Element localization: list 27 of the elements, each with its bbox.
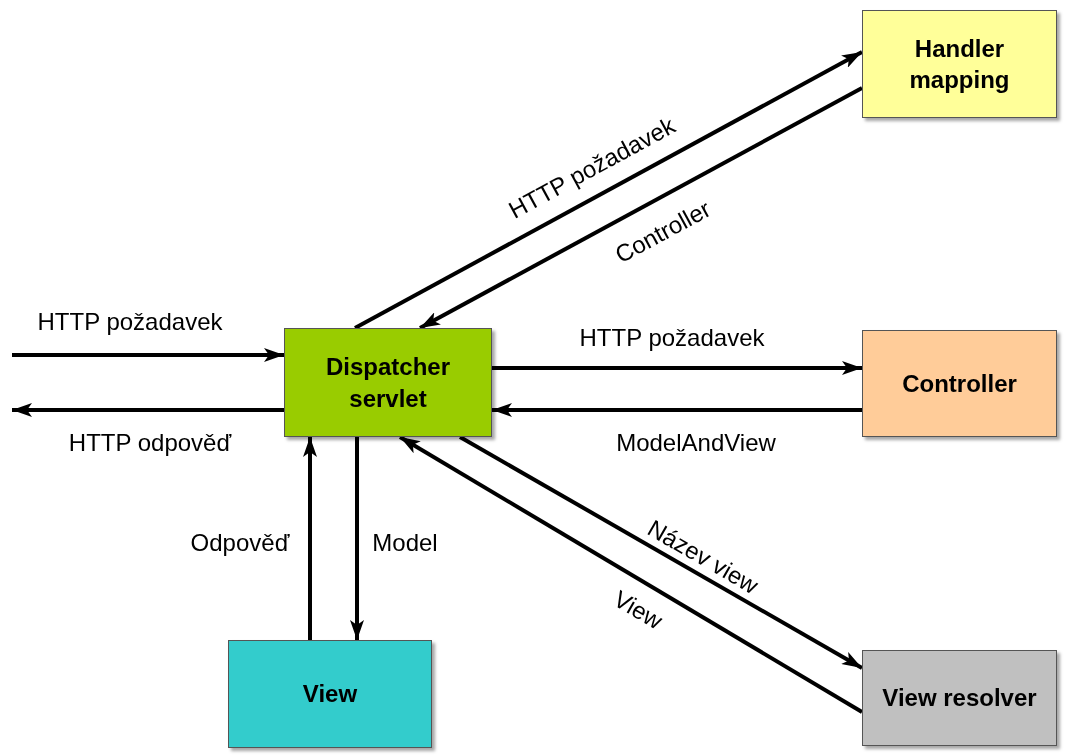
edge-label: HTTP odpověď <box>68 429 232 457</box>
arrow <box>492 361 862 375</box>
node-label: View resolver <box>881 683 1038 714</box>
node-label: Dispatcher servlet <box>324 352 451 414</box>
edge-label: View <box>608 585 668 635</box>
arrow <box>398 435 864 714</box>
arrow <box>492 403 862 417</box>
process-box <box>862 10 1057 118</box>
arrow <box>12 348 284 362</box>
arrow <box>354 50 863 330</box>
node-label: View <box>301 679 359 710</box>
edge-label: ModelAndView <box>616 429 776 457</box>
process-box <box>862 650 1057 746</box>
arrow <box>303 437 317 640</box>
process-box <box>862 330 1057 437</box>
node-label: Controller <box>901 368 1018 399</box>
arrow <box>459 435 863 670</box>
edge-label: Odpověď <box>190 529 290 557</box>
arrow <box>419 86 863 330</box>
edge-label: HTTP požadavek <box>37 308 223 336</box>
edge-label: Model <box>372 529 438 557</box>
edge-label: HTTP požadavek <box>579 324 765 352</box>
arrow <box>350 437 364 640</box>
node-label: Handler mapping <box>908 33 1011 95</box>
process-box <box>228 640 432 748</box>
arrow <box>12 403 284 417</box>
process-box <box>284 328 492 437</box>
